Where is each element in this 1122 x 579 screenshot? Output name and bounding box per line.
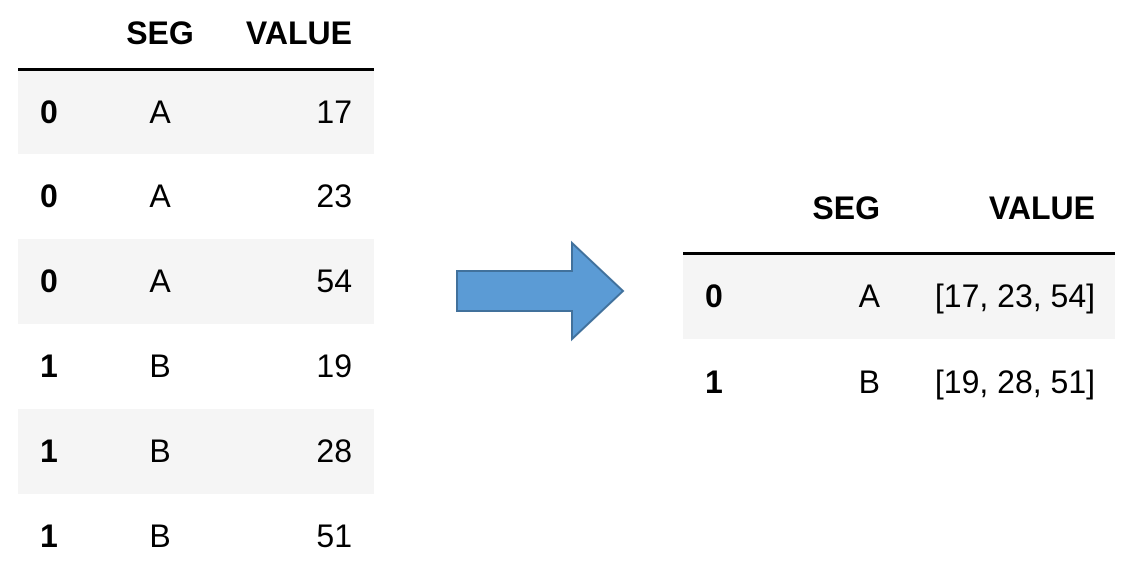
row-index: 0 <box>705 278 723 315</box>
seg-cell: A <box>149 263 171 299</box>
row-index: 0 <box>40 93 58 130</box>
seg-cell: A <box>149 93 171 130</box>
table-header: SEG VALUE <box>18 0 374 71</box>
header-row: SEG VALUE <box>18 0 374 71</box>
table-row: 0 A 23 <box>18 154 374 239</box>
grouped-dataframe-table: SEG VALUE 0 A [17, 23, 54] 1 B [19, 28, … <box>683 166 1115 425</box>
table-header: SEG VALUE <box>683 166 1115 255</box>
value-list-cell: [17, 23, 54] <box>934 278 1095 315</box>
source-dataframe-table: SEG VALUE 0 A 17 0 A 23 0 A 54 1 B 19 1 … <box>18 0 374 579</box>
seg-column-header: SEG <box>110 0 210 71</box>
value-cell: 19 <box>316 348 352 384</box>
table-row: 1 B 19 <box>18 324 374 409</box>
table-row: 0 A 17 <box>18 69 374 154</box>
table-row: 0 A [17, 23, 54] <box>683 253 1115 339</box>
row-index: 1 <box>40 433 58 469</box>
seg-cell: B <box>149 518 171 554</box>
seg-column-header: SEG <box>800 166 894 255</box>
value-list-cell: [19, 28, 51] <box>934 363 1095 400</box>
row-index: 1 <box>705 363 723 400</box>
seg-cell: B <box>149 433 171 469</box>
value-cell: 17 <box>316 93 352 130</box>
right-arrow-icon <box>456 240 625 342</box>
seg-cell: B <box>858 363 880 400</box>
value-column-header: VALUE <box>894 166 1115 255</box>
row-index: 0 <box>40 178 58 214</box>
value-cell: 23 <box>316 178 352 214</box>
header-row: SEG VALUE <box>683 166 1115 255</box>
row-index: 0 <box>40 263 58 299</box>
value-cell: 51 <box>316 518 352 554</box>
table-row: 1 B 51 <box>18 494 374 579</box>
row-index: 1 <box>40 348 58 384</box>
value-cell: 54 <box>316 263 352 299</box>
table-row: 1 B 28 <box>18 409 374 494</box>
table-body: 0 A 17 0 A 23 0 A 54 1 B 19 1 B 28 1 B 5… <box>18 69 374 579</box>
table-row: 0 A 54 <box>18 239 374 324</box>
table-row: 1 B [19, 28, 51] <box>683 339 1115 425</box>
index-header <box>18 0 110 71</box>
seg-cell: A <box>149 178 171 214</box>
table-body: 0 A [17, 23, 54] 1 B [19, 28, 51] <box>683 253 1115 425</box>
seg-cell: B <box>149 348 171 384</box>
right-arrow-shape <box>456 240 625 342</box>
value-column-header: VALUE <box>210 0 374 71</box>
row-index: 1 <box>40 518 58 554</box>
value-cell: 28 <box>316 433 352 469</box>
index-header <box>683 166 800 255</box>
seg-cell: A <box>858 278 880 315</box>
